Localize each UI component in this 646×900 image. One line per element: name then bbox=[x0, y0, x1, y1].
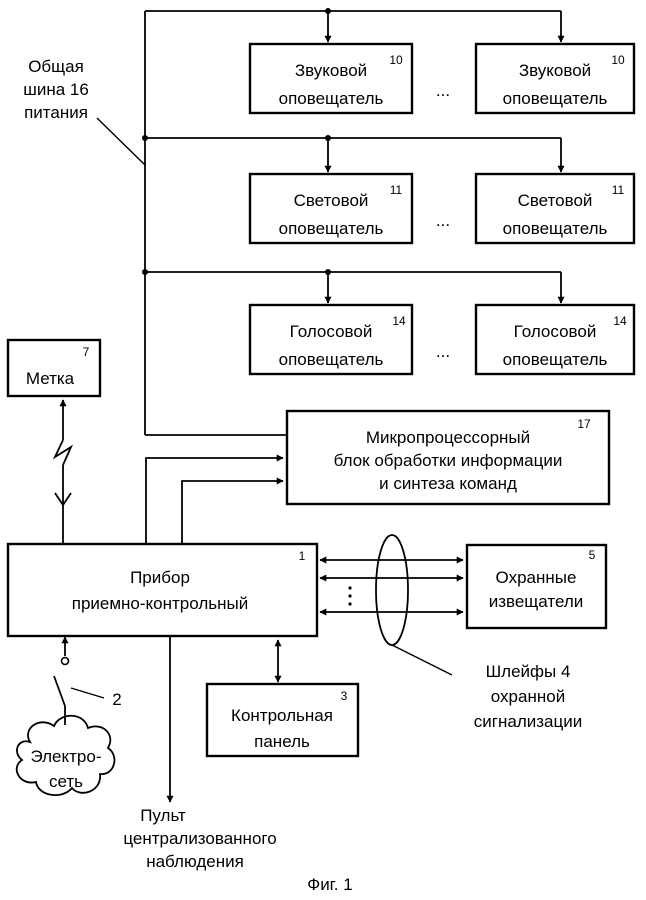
svg-text:Звуковой: Звуковой bbox=[519, 61, 591, 80]
svg-text:оповещатель: оповещатель bbox=[503, 350, 608, 369]
ellipsis-row2: ... bbox=[436, 211, 450, 230]
svg-text:11: 11 bbox=[390, 183, 403, 197]
svg-text:шина 16: шина 16 bbox=[23, 80, 89, 99]
sound-alarm-left: Звуковой оповещатель 10 bbox=[250, 44, 412, 113]
ellipsis-row1: ... bbox=[436, 81, 450, 100]
svg-text:панель: панель bbox=[254, 732, 310, 751]
power-switch: 2 bbox=[54, 637, 122, 725]
voice-alarm-right: Голосовой оповещатель 14 bbox=[476, 305, 634, 374]
alarm-loops bbox=[320, 535, 463, 675]
svg-text:Охранные: Охранные bbox=[496, 568, 577, 587]
light-alarm-left: Световой оповещатель 11 bbox=[250, 174, 412, 243]
figure-caption: Фиг. 1 bbox=[307, 875, 352, 894]
svg-text:Пульт: Пульт bbox=[140, 806, 186, 825]
svg-text:2: 2 bbox=[112, 690, 121, 709]
svg-text:централизованного: централизованного bbox=[123, 829, 276, 848]
sound-alarm-right: Звуковой оповещатель 10 bbox=[476, 44, 634, 113]
control-panel-box: Контрольная панель 3 bbox=[207, 684, 358, 756]
svg-text:оповещатель: оповещатель bbox=[503, 219, 608, 238]
svg-text:Электро-: Электро- bbox=[30, 747, 101, 766]
svg-text:Шлейфы 4: Шлейфы 4 bbox=[486, 662, 571, 681]
radio-link bbox=[55, 400, 71, 544]
svg-text:3: 3 bbox=[341, 689, 348, 703]
svg-text:наблюдения: наблюдения bbox=[146, 852, 244, 871]
svg-text:5: 5 bbox=[589, 548, 596, 562]
svg-text:7: 7 bbox=[83, 345, 90, 359]
svg-text:оповещатель: оповещатель bbox=[279, 89, 384, 108]
voice-alarm-left: Голосовой оповещатель 14 bbox=[250, 305, 412, 374]
svg-text:Прибор: Прибор bbox=[130, 568, 190, 587]
svg-text:сигнализации: сигнализации bbox=[474, 712, 582, 731]
svg-text:1: 1 bbox=[299, 549, 306, 563]
svg-text:Контрольная: Контрольная bbox=[231, 706, 333, 725]
ellipsis-row3: ... bbox=[436, 342, 450, 361]
svg-text:10: 10 bbox=[611, 53, 625, 67]
svg-text:Голосовой: Голосовой bbox=[514, 322, 597, 341]
alarm-loops-label: Шлейфы 4 охранной сигнализации bbox=[474, 662, 582, 731]
svg-text:Световой: Световой bbox=[294, 191, 369, 210]
mains-cloud: Электро- сеть bbox=[17, 716, 115, 795]
svg-text:извещатели: извещатели bbox=[489, 592, 584, 611]
svg-text:Микропроцессорный: Микропроцессорный bbox=[366, 428, 530, 447]
power-bus-label: Общая шина 16 питания bbox=[23, 57, 89, 122]
svg-text:охранной: охранной bbox=[491, 687, 565, 706]
tag-box: Метка 7 bbox=[8, 340, 100, 396]
svg-text:оповещатель: оповещатель bbox=[279, 350, 384, 369]
svg-text:оповещатель: оповещатель bbox=[503, 89, 608, 108]
svg-text:приемно-контрольный: приемно-контрольный bbox=[72, 594, 248, 613]
device-to-microprocessor-links bbox=[146, 458, 283, 544]
svg-text:14: 14 bbox=[613, 314, 627, 328]
svg-text:Звуковой: Звуковой bbox=[295, 61, 367, 80]
svg-text:питания: питания bbox=[24, 103, 88, 122]
svg-text:11: 11 bbox=[612, 183, 625, 197]
svg-text:Световой: Световой bbox=[518, 191, 593, 210]
svg-text:Голосовой: Голосовой bbox=[290, 322, 373, 341]
svg-text:сеть: сеть bbox=[49, 772, 83, 791]
central-monitoring-label: Пульт централизованного наблюдения bbox=[123, 806, 276, 871]
svg-text:10: 10 bbox=[389, 53, 403, 67]
control-device-box: Прибор приемно-контрольный 1 bbox=[8, 544, 317, 636]
svg-text:блок обработки информации: блок обработки информации bbox=[334, 451, 563, 470]
svg-text:Общая: Общая bbox=[28, 57, 84, 76]
microprocessor-block: Микропроцессорный блок обработки информа… bbox=[287, 411, 609, 504]
svg-text:оповещатель: оповещатель bbox=[279, 219, 384, 238]
detectors-box: Охранные извещатели 5 bbox=[467, 545, 606, 628]
svg-text:и синтеза команд: и синтеза команд bbox=[379, 474, 517, 493]
svg-text:17: 17 bbox=[577, 417, 591, 431]
svg-text:14: 14 bbox=[392, 314, 406, 328]
svg-text:Метка: Метка bbox=[26, 369, 75, 388]
light-alarm-right: Световой оповещатель 11 bbox=[476, 174, 634, 243]
